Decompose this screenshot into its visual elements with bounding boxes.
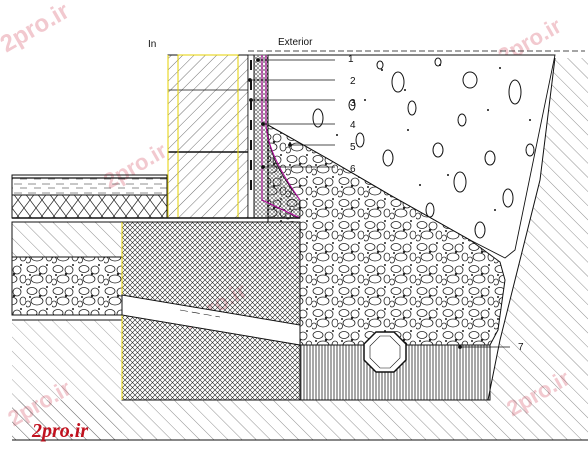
membrane-line-magenta [261, 55, 301, 219]
backfill-stones [312, 57, 535, 239]
backfill-dots [336, 64, 531, 211]
lower-soil-hatch [12, 400, 300, 440]
callout-7: 7 [518, 342, 524, 353]
sub-base-gravel [11, 256, 123, 316]
callout-3: 3 [350, 98, 356, 109]
insulation-layer [11, 194, 168, 219]
concrete-slab [11, 221, 123, 258]
watermark-text: 2pro.ir [0, 0, 74, 58]
callout-1: 1 [348, 54, 354, 65]
excavation-slope-line [487, 57, 556, 401]
natural-soil-hatch [300, 58, 588, 440]
callout-6: 6 [350, 164, 356, 175]
label-exterior: Exterior [278, 37, 313, 48]
callout-2: 2 [350, 76, 356, 87]
site-logo: 2pro.ir [31, 420, 88, 442]
callout-leaders [248, 58, 510, 349]
wall-block [167, 54, 249, 219]
label-in: In [148, 39, 156, 50]
drain-pipe-icon [363, 331, 407, 373]
callout-4: 4 [350, 120, 356, 131]
callout-5: 5 [350, 142, 356, 153]
